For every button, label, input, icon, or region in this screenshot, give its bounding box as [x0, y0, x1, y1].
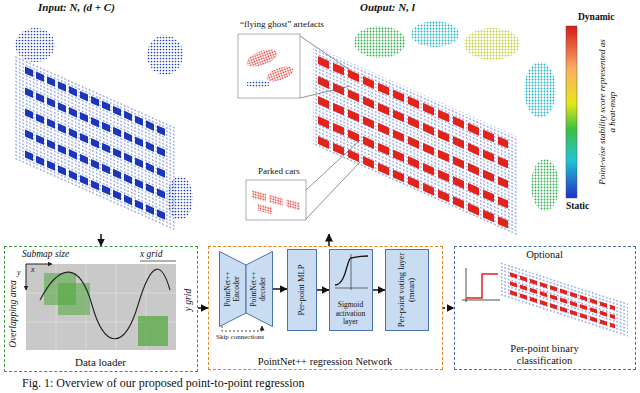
- node-text: Optional: [455, 249, 634, 261]
- figure-caption: Fig. 1: Overview of our proposed point-t…: [22, 377, 305, 391]
- node-text: Output: N, l: [360, 1, 415, 14]
- annotation-label: y grid: [183, 280, 194, 320]
- ghost-inset: [238, 34, 350, 98]
- annotation-label: “flying ghost” artefacts: [240, 19, 324, 29]
- node-text: Per-point binary classification: [485, 343, 605, 367]
- classification-illustration: [462, 262, 628, 338]
- skip-connection: [222, 326, 262, 331]
- flow-arrow: [273, 288, 287, 290]
- annotation-label: y: [17, 268, 21, 277]
- voting-box: Per-point voting layer (mean): [385, 249, 429, 331]
- flow-arrow: [373, 289, 385, 291]
- node-text: PointNet++ decoder: [250, 261, 267, 317]
- output-point-cloud: [313, 21, 559, 237]
- output-panel: Output: N, l: [215, 0, 635, 234]
- annotation-label: Static: [566, 201, 589, 212]
- annotation-label: Submap size: [22, 249, 69, 260]
- node-text: Per-point MLP: [297, 252, 307, 328]
- flow-arrow: [198, 307, 208, 309]
- optional-box: OptionalPer-point binary classification: [454, 246, 636, 370]
- flow-arrow: [317, 289, 329, 291]
- node-text: Per-point voting layer (mean): [397, 252, 417, 328]
- grid-illustration: [26, 261, 176, 350]
- node-text: PointNet++ regression Network: [250, 356, 400, 368]
- annotation-label: Overlapping area: [8, 269, 19, 359]
- node-text: Sigmoid activation layer: [331, 301, 371, 327]
- parked-cars-inset: [246, 140, 360, 222]
- node-text: Input: N, (d + C): [38, 1, 115, 14]
- node-text: Data loader: [5, 356, 196, 369]
- annotation-label: Skip connections: [216, 333, 264, 341]
- data-loader-box: Data loader: [4, 246, 198, 372]
- flow-arrow: [100, 234, 102, 246]
- input-panel: Input: N, (d + C): [0, 0, 205, 234]
- annotation-label: x: [31, 265, 35, 274]
- sigmoid-curve: [330, 250, 372, 294]
- annotation-label: Dynamic: [578, 12, 614, 23]
- mlp-box: Per-point MLP: [287, 249, 317, 331]
- annotation-label: x grid: [140, 249, 162, 260]
- sigmoid-box: Sigmoid activation layer: [329, 249, 373, 331]
- heat-colorbar: [566, 26, 577, 198]
- annotation-label: Parked cars: [258, 166, 300, 176]
- flow-arrow: [443, 307, 454, 309]
- flow-arrow: [328, 234, 330, 246]
- node-text: PointNet++ Encoder: [224, 261, 241, 317]
- annotation-label: Point-wise stability score represented a…: [597, 37, 618, 187]
- input-point-cloud: [15, 28, 193, 231]
- encoder-decoder-block: PointNet++ Encoder PointNet++ decoder: [219, 251, 273, 327]
- network-box: PointNet++ regression Network PointNet++ …: [208, 246, 443, 370]
